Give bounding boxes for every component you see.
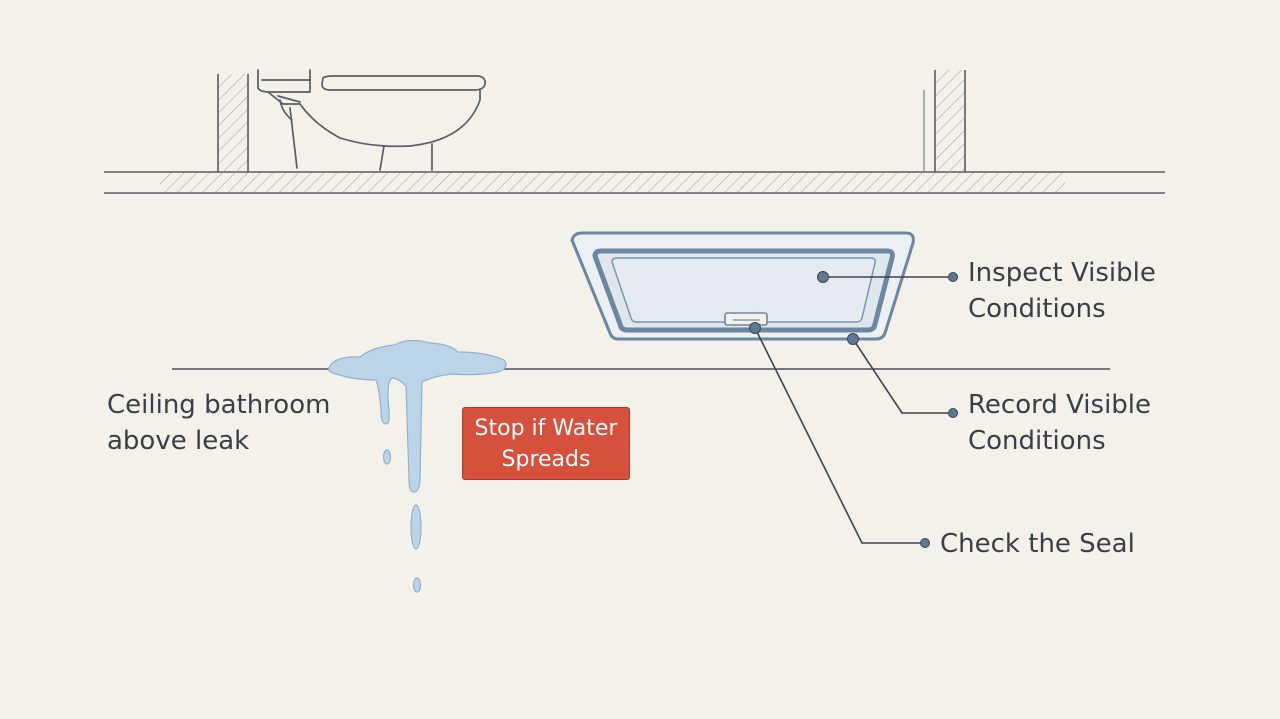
label-line: Inspect Visible: [968, 258, 1156, 288]
seal-end-dot: [920, 538, 930, 548]
warning-line: Spreads: [501, 447, 591, 472]
left-wall: [217, 74, 249, 172]
water-drop: [410, 504, 422, 550]
right-wall: [923, 70, 966, 172]
label-line: Ceiling bathroom: [107, 390, 331, 420]
seal-anchor-dot: [749, 322, 761, 334]
record-visible-conditions-label: Record Visible Conditions: [968, 387, 1151, 459]
inspect-visible-conditions-label: Inspect Visible Conditions: [968, 255, 1156, 327]
label-line: Record Visible: [968, 390, 1152, 420]
label-line: Conditions: [968, 294, 1106, 324]
stop-warning-badge: Stop if Water Spreads: [462, 407, 630, 480]
access-panel-icon: [570, 231, 915, 341]
record-anchor-dot: [847, 333, 859, 345]
leader-lines: [754, 276, 953, 544]
floor-slab: [104, 171, 1165, 194]
label-line: above leak: [107, 426, 250, 456]
label-line: Check the Seal: [940, 529, 1135, 559]
warning-line: Stop if Water: [474, 416, 618, 441]
inspect-end-dot: [948, 272, 958, 282]
ceiling-leak-label: Ceiling bathroom above leak: [107, 387, 330, 459]
leader-dots: [749, 271, 958, 548]
water-drop: [412, 577, 422, 593]
toilet-icon: [257, 69, 486, 171]
water-leak-icon: [328, 339, 507, 593]
water-drop: [382, 449, 392, 465]
inspect-anchor-dot: [817, 271, 829, 283]
check-seal-label: Check the Seal: [940, 526, 1135, 562]
water-puddle: [328, 339, 507, 493]
label-line: Conditions: [968, 426, 1106, 456]
record-end-dot: [948, 408, 958, 418]
